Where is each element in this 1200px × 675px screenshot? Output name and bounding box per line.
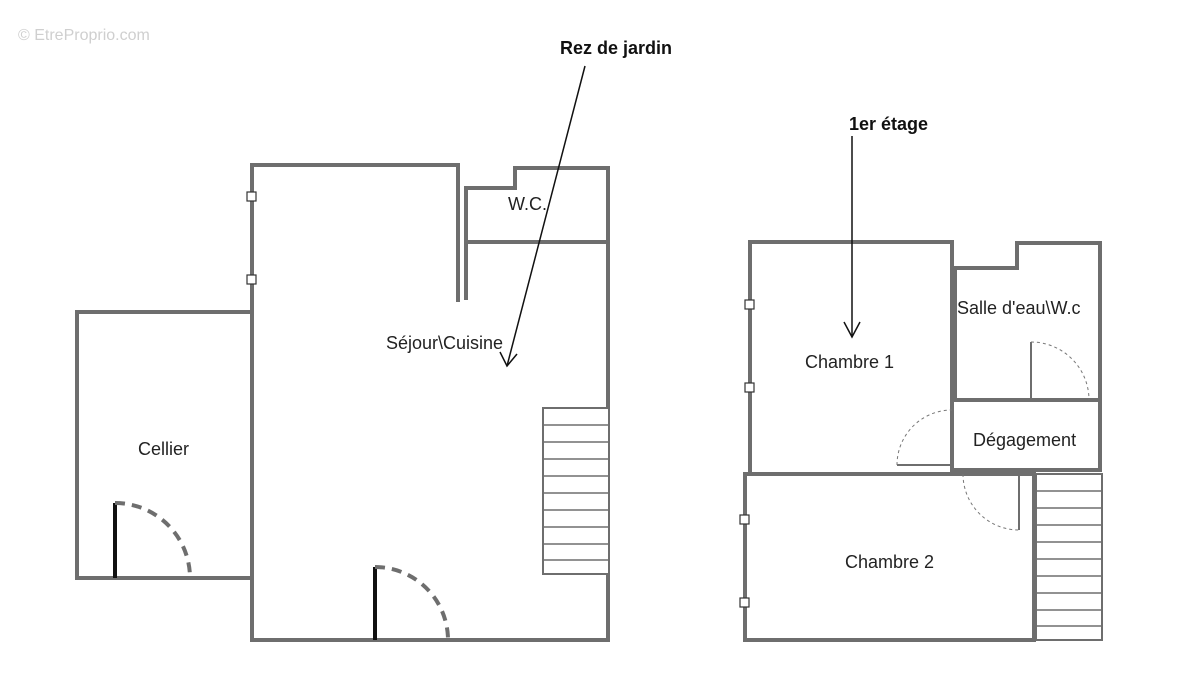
sejour-outer-wall	[250, 163, 610, 642]
salle-eau-wall	[953, 241, 1102, 472]
window-marker	[246, 191, 257, 202]
chambre2-door	[962, 473, 1020, 531]
room-label-degagement: Dégagement	[973, 430, 1076, 450]
ground-floor-plan: W.C. Séjour\Cuisine Cellier Rez de jardi…	[75, 38, 672, 642]
room-label-chambre1: Chambre 1	[805, 352, 894, 372]
ground-floor-title: Rez de jardin	[560, 38, 672, 58]
chambre1-door	[896, 409, 953, 466]
watermark: © EtreProprio.com	[18, 27, 150, 44]
cellier-wall	[75, 310, 254, 580]
staircase-first	[1035, 473, 1103, 641]
room-label-sejour: Séjour\Cuisine	[386, 333, 503, 353]
salle-eau-door	[1030, 341, 1090, 401]
cellier-door	[113, 501, 192, 579]
room-label-chambre2: Chambre 2	[845, 552, 934, 572]
window-marker	[246, 274, 257, 285]
room-label-salle-eau: Salle d'eau\W.c	[957, 298, 1081, 318]
room-label-cellier: Cellier	[138, 439, 189, 459]
window-marker	[739, 597, 750, 608]
room-label-wc: W.C.	[508, 194, 547, 214]
ground-floor-arrow-head	[499, 351, 518, 368]
window-marker	[744, 299, 755, 310]
staircase-ground	[542, 407, 610, 575]
entrance-door	[373, 565, 450, 641]
ground-floor-arrow	[506, 65, 586, 367]
window-marker	[744, 382, 755, 393]
first-floor-arrow-head	[843, 321, 861, 339]
window-marker	[739, 514, 750, 525]
first-floor-plan: Chambre 1 Salle d'eau\W.c Dégagement Cha…	[739, 114, 1103, 642]
first-floor-title: 1er étage	[849, 114, 928, 134]
